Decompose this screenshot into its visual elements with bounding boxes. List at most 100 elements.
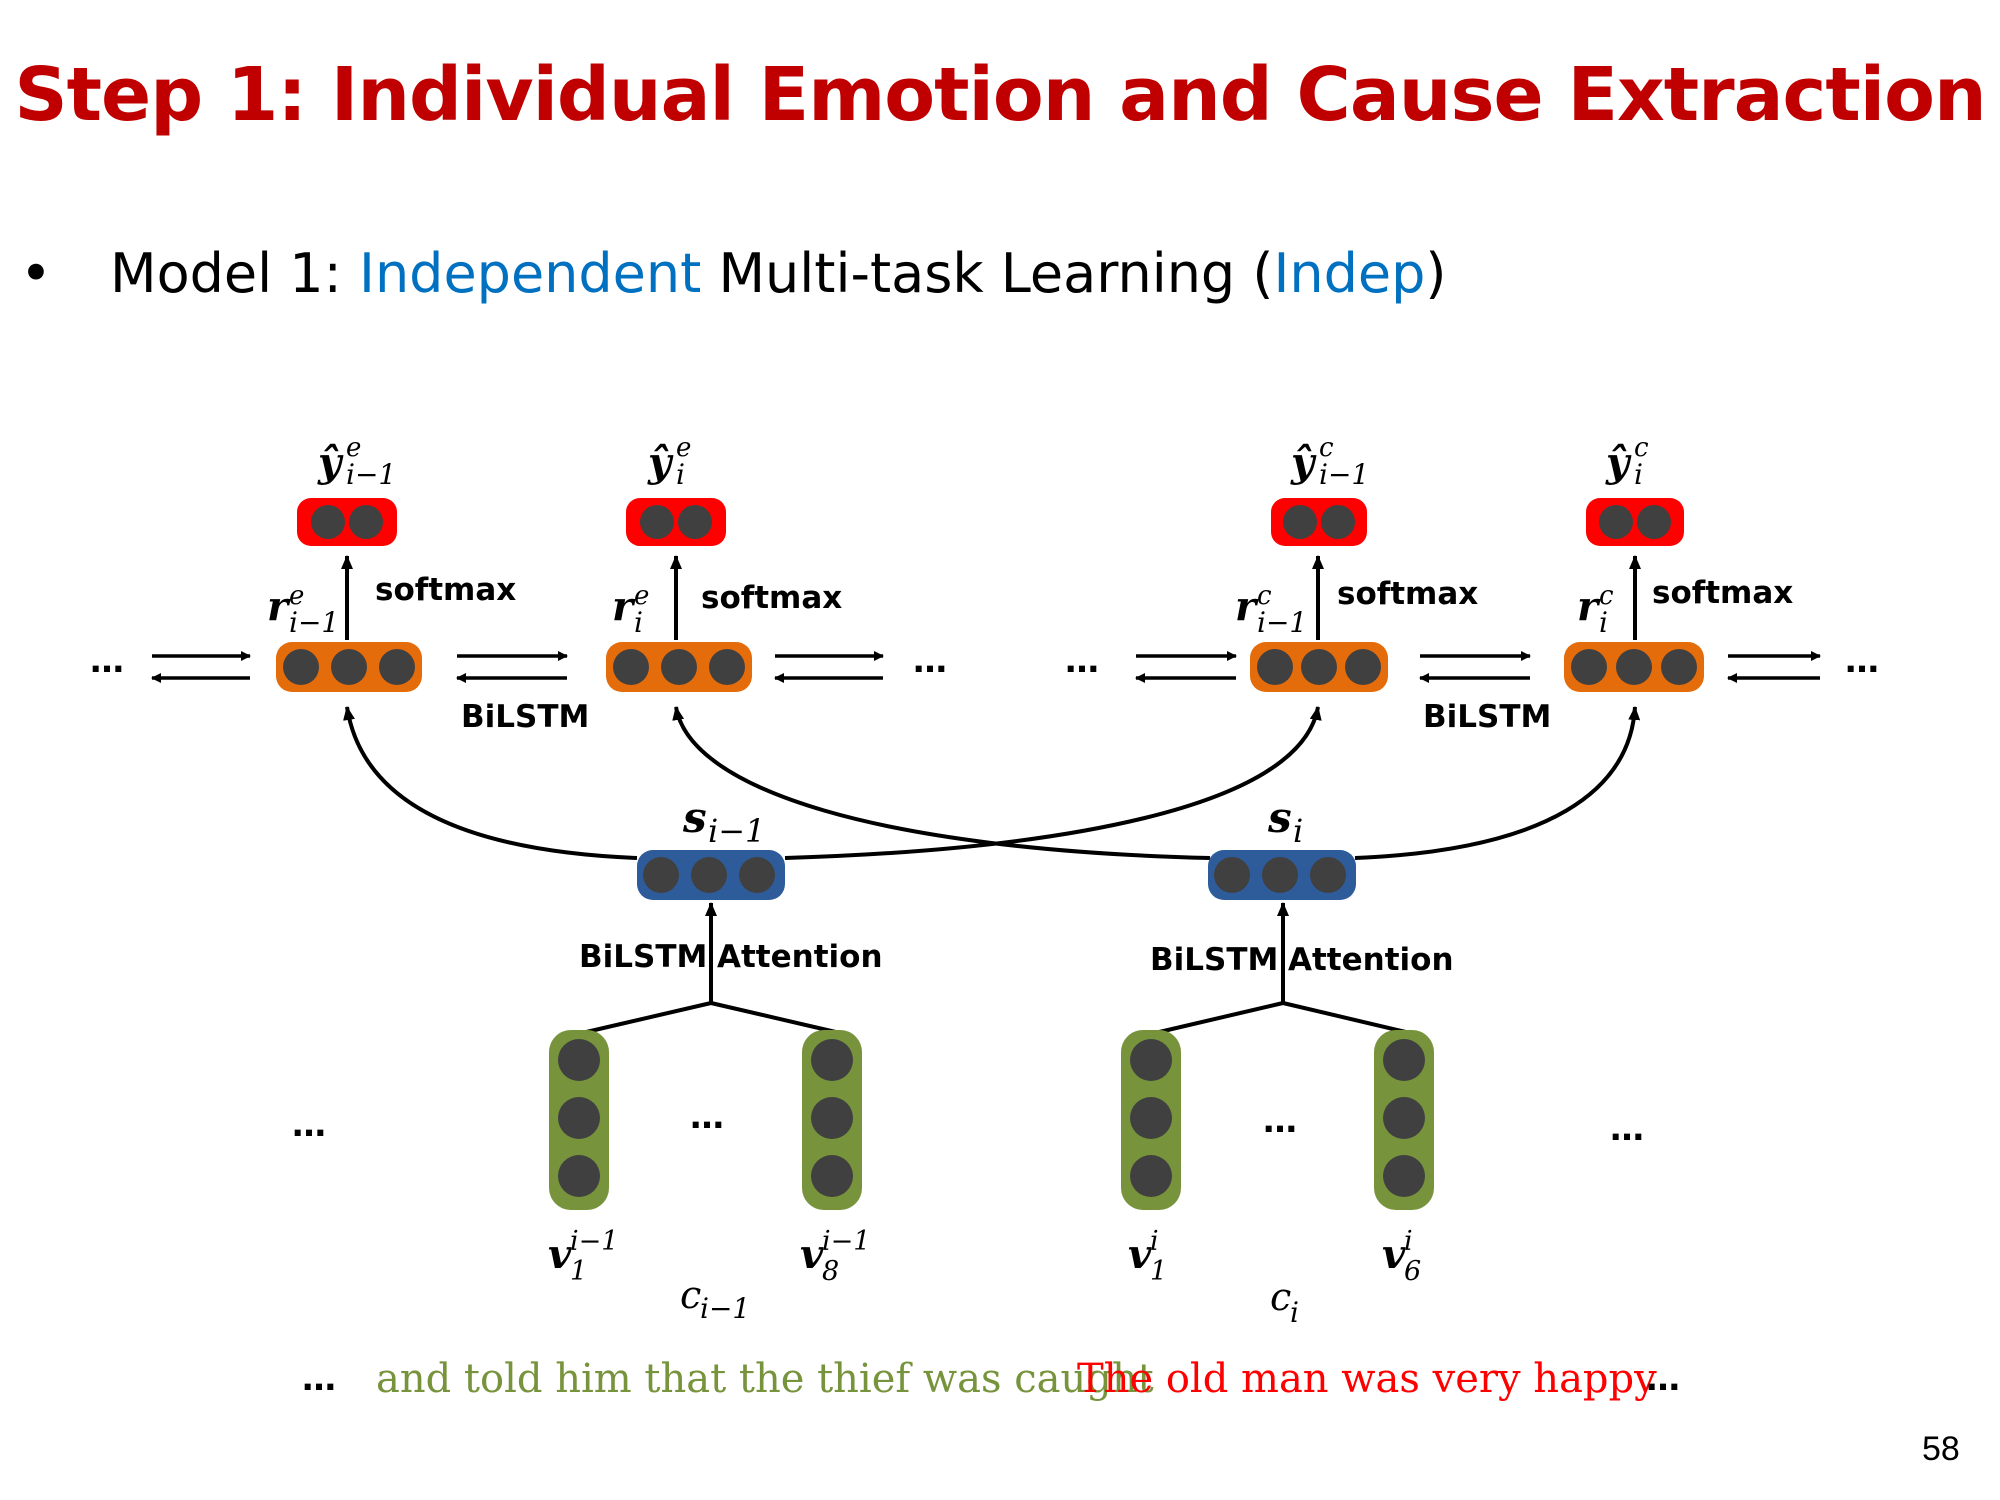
softmax-label: softmax: [1652, 575, 1793, 611]
word-node: [549, 1030, 609, 1210]
svg-text:v: v: [1128, 1231, 1152, 1278]
clause-vector-label: s i: [1267, 793, 1303, 850]
ellipsis: …: [1065, 641, 1099, 681]
word-node: [802, 1030, 862, 1210]
svg-text:e: e: [346, 433, 361, 463]
ellipsis: …: [90, 641, 124, 681]
softmax-label: softmax: [1337, 576, 1478, 612]
svg-text:i−1: i−1: [1319, 458, 1369, 491]
svg-text:c: c: [680, 1273, 701, 1317]
clause-vector-label: s i−1: [682, 793, 765, 850]
svg-text:i−1: i−1: [1257, 606, 1307, 639]
sentence-trail-ellipsis: …: [1646, 1359, 1680, 1399]
svg-text:ŷ: ŷ: [1605, 439, 1632, 486]
sentence-lead-ellipsis: …: [302, 1359, 336, 1399]
slide-title: Step 1: Individual Emotion and Cause Ext…: [14, 52, 1986, 138]
output-label: ŷ c i−1: [1290, 433, 1369, 491]
softmax-label: softmax: [701, 580, 842, 616]
model-suffix: ): [1425, 242, 1447, 305]
svg-text:i: i: [676, 458, 685, 491]
bilstm-label: BiLSTM: [461, 699, 589, 735]
ellipsis: …: [1610, 1109, 1644, 1149]
bilstm-node: [606, 642, 752, 692]
output-node: [297, 498, 397, 546]
clause-node: [637, 850, 785, 900]
svg-text:i−1: i−1: [570, 1226, 618, 1257]
svg-text:i−1: i−1: [700, 1292, 750, 1325]
svg-text:i: i: [1599, 606, 1608, 639]
word-node: [1374, 1030, 1434, 1210]
svg-text:r: r: [1577, 583, 1601, 630]
svg-text:i−1: i−1: [822, 1226, 870, 1257]
svg-text:c: c: [1270, 1275, 1291, 1319]
word-node: [1121, 1030, 1181, 1210]
svg-text:e: e: [634, 581, 649, 611]
svg-text:s: s: [1267, 793, 1292, 842]
svg-text:i: i: [1634, 458, 1643, 491]
bilstm-bidirectional-arrows: [151, 651, 1821, 683]
bilstm-label: BiLSTM: [579, 939, 707, 975]
svg-text:i: i: [1150, 1226, 1159, 1257]
bilstm-label: BiLSTM: [1423, 699, 1551, 735]
svg-text:c: c: [1319, 433, 1334, 463]
model-bullet: • Model 1: Independent Multi-task Learnin…: [20, 242, 1446, 305]
output-node: [1586, 498, 1684, 546]
model-name: Independent: [359, 242, 702, 305]
svg-text:i−1: i−1: [289, 606, 339, 639]
svg-text:r: r: [612, 583, 636, 630]
svg-text:i−1: i−1: [708, 812, 765, 850]
word-vector-label: v i−1 1: [548, 1226, 618, 1287]
word-vector-label: v i−1 8: [800, 1226, 870, 1287]
output-label: ŷ c i: [1605, 433, 1649, 491]
svg-text:i: i: [1293, 812, 1303, 850]
svg-text:v: v: [1382, 1231, 1406, 1278]
bilstm-node: [276, 642, 422, 692]
bilstm-node: [1564, 642, 1704, 692]
svg-text:e: e: [289, 581, 304, 611]
ellipsis: …: [913, 641, 947, 681]
attention-label: Attention: [717, 939, 883, 975]
svg-text:e: e: [676, 433, 691, 463]
bilstm-node: [1250, 642, 1388, 692]
svg-text:ŷ: ŷ: [317, 439, 344, 486]
model-abbrev: Indep: [1273, 242, 1426, 305]
svg-text:6: 6: [1404, 1256, 1421, 1287]
softmax-arrows: [341, 555, 1641, 640]
representation-label: r c i: [1577, 581, 1614, 639]
ellipsis: …: [1845, 641, 1879, 681]
attention-label: Attention: [1288, 942, 1454, 978]
ellipsis: …: [292, 1105, 326, 1145]
clause-to-bilstm-links: [343, 706, 1641, 860]
clause-label: c i: [1270, 1275, 1299, 1329]
svg-text:c: c: [1599, 581, 1614, 611]
ellipsis: …: [1263, 1101, 1297, 1141]
emotion-clause-text: The old man was very happy: [1077, 1356, 1657, 1402]
svg-text:i: i: [634, 606, 643, 639]
svg-text:v: v: [800, 1231, 824, 1278]
output-label: ŷ e i−1: [317, 433, 396, 491]
cause-clause-text: and told him that the thief was caught: [376, 1356, 1154, 1402]
svg-text:r: r: [1235, 583, 1259, 630]
svg-text:v: v: [548, 1231, 572, 1278]
word-vector-label: v i 1: [1128, 1226, 1167, 1287]
svg-text:i: i: [1404, 1226, 1413, 1257]
svg-text:i−1: i−1: [346, 458, 396, 491]
svg-text:r: r: [267, 583, 291, 630]
svg-text:ŷ: ŷ: [647, 439, 674, 486]
clause-label: c i−1: [680, 1273, 750, 1325]
model-prefix: Model 1:: [110, 242, 360, 305]
word-vector-label: v i 6: [1382, 1226, 1421, 1287]
svg-text:ŷ: ŷ: [1290, 439, 1317, 486]
output-node: [626, 498, 726, 546]
output-node: [1271, 498, 1367, 546]
bullet-dot: •: [20, 242, 52, 305]
page-number: 58: [1922, 1430, 1960, 1468]
word-to-clause-links: [581, 902, 1411, 1035]
model-middle: Multi-task Learning (: [701, 242, 1274, 305]
representation-label: r e i: [612, 581, 649, 639]
svg-text:c: c: [1634, 433, 1649, 463]
svg-text:i: i: [1290, 1296, 1299, 1329]
representation-label: r e i−1: [267, 581, 339, 639]
svg-text:8: 8: [822, 1256, 839, 1287]
